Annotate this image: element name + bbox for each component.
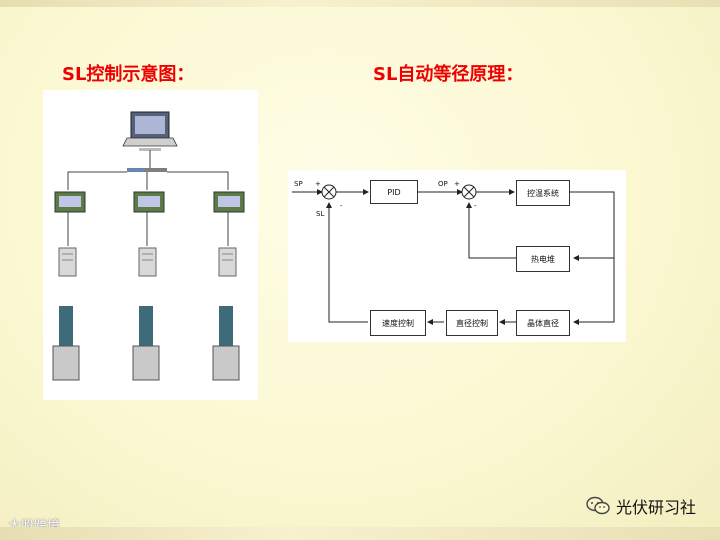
auto-diameter-diagram: SP + - SL OP + - PID 控温系统 热电堆 晶体直径 直径控制 … [288,170,626,342]
crystal-diameter-block: 晶体直径 [516,310,570,336]
plus-sign-2: + [454,180,460,188]
plus-sign: + [315,180,321,188]
left-heading: SL控制示意图： [62,60,194,86]
op-label: OP [438,180,448,188]
wechat-icon [586,496,610,516]
thermocouple-block: 热电堆 [516,246,570,272]
brand-footer: 光伏研习社 [586,494,696,518]
sp-label: SP [294,180,303,188]
diameter-control-block: 直径控制 [446,310,498,336]
pid-block: PID [370,180,418,204]
heater-system-block: 控温系统 [516,180,570,206]
crystal-puller-icon [53,306,239,380]
hmi-panel-icon [55,192,244,212]
computer-icon [123,112,177,151]
brand-name: 光伏研习社 [616,494,696,518]
controller-cabinet-icon [59,248,236,276]
top-bar [0,0,720,7]
schematic-svg [43,90,258,400]
network-switch-icon [127,168,167,172]
minus-sign-2: - [474,202,477,210]
minus-sign: - [340,202,343,210]
right-heading: SL自动等径原理： [373,60,523,86]
speed-control-block: 速度控制 [370,310,426,336]
sl-control-schematic [43,90,258,400]
bottom-bar [0,527,720,540]
sl-label: SL [316,210,324,218]
